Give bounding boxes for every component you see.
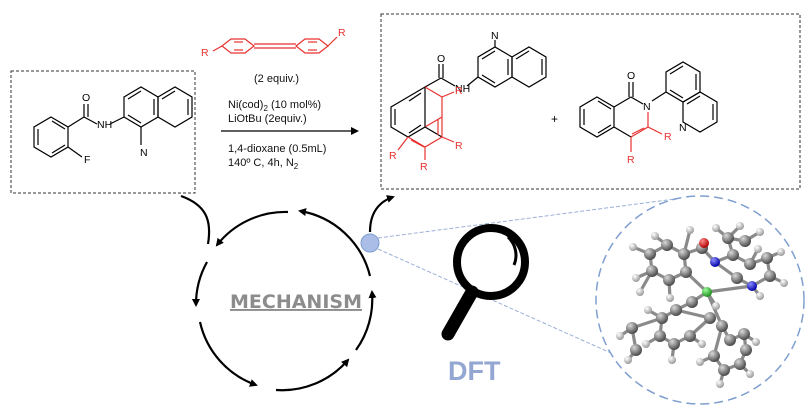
model-atom-c bbox=[740, 344, 752, 356]
condition-temperature: 140º C, 4h, N2 bbox=[228, 157, 299, 171]
model-atom-c bbox=[656, 312, 668, 324]
model-atom-h bbox=[754, 245, 762, 253]
model-atom-h bbox=[629, 243, 637, 251]
zoom-circle bbox=[595, 195, 805, 405]
model-atom-c bbox=[727, 249, 739, 261]
zoom-line-top bbox=[377, 196, 691, 239]
model-atom-h bbox=[686, 226, 694, 234]
model-atom-c bbox=[731, 272, 743, 284]
model-atom-h bbox=[632, 274, 640, 282]
model-atom-h bbox=[712, 302, 720, 310]
model-atom-h bbox=[746, 370, 754, 378]
model-atom-h bbox=[712, 224, 720, 232]
model-atom-o bbox=[699, 238, 709, 248]
model-atom-ni bbox=[702, 287, 712, 297]
model-atom-h bbox=[651, 232, 659, 240]
model-atom-n bbox=[747, 281, 757, 291]
product1-new-ring bbox=[397, 86, 455, 160]
model-atom-c bbox=[724, 334, 736, 346]
reagent-r-right: R bbox=[338, 27, 346, 39]
highlighted-intermediate-dot[interactable] bbox=[360, 233, 380, 253]
catalytic-cycle bbox=[180, 194, 395, 392]
model-atom-h bbox=[636, 288, 644, 296]
model-atom-c bbox=[708, 350, 720, 362]
model-atom-h bbox=[696, 358, 704, 366]
substrate-n-label: N bbox=[140, 147, 148, 159]
model-atom-c bbox=[646, 265, 658, 277]
model-atom-c bbox=[718, 364, 730, 376]
condition-solvent: 1,4-dioxane (0.5mL) bbox=[228, 143, 326, 155]
model-atom-c bbox=[716, 320, 728, 332]
model-atom-c bbox=[686, 296, 698, 308]
substrate-nh-label: NH bbox=[97, 119, 112, 131]
model-atom-h bbox=[616, 332, 624, 340]
model-atom-h bbox=[698, 340, 706, 348]
product1-r4: R bbox=[389, 150, 397, 162]
model-atom-h bbox=[752, 338, 760, 346]
model-atom-h bbox=[624, 356, 632, 364]
product2-r1: R bbox=[664, 131, 672, 143]
model-atom-c bbox=[680, 266, 692, 278]
product2-n1-label: N bbox=[643, 101, 651, 113]
model-atom-c bbox=[661, 239, 673, 251]
model-atom-h bbox=[644, 306, 652, 314]
substrate-o-label: O bbox=[82, 92, 90, 104]
model-atom-c bbox=[644, 248, 656, 260]
product2-new-ring bbox=[613, 112, 663, 152]
model-atom-h bbox=[668, 356, 676, 364]
product1-n-label: N bbox=[491, 30, 499, 42]
model-atom-h bbox=[736, 222, 744, 230]
product1-o-label: O bbox=[437, 53, 445, 65]
products-box bbox=[380, 13, 801, 190]
model-atom-h bbox=[756, 292, 764, 300]
plus-sign: + bbox=[551, 112, 558, 126]
model-atom-c bbox=[739, 235, 751, 247]
model-atom-c bbox=[678, 248, 690, 260]
model-atom-h bbox=[756, 228, 764, 236]
model-atom-c bbox=[722, 232, 734, 244]
molecular-model bbox=[616, 222, 788, 388]
dft-label: DFT bbox=[448, 356, 501, 386]
product2-o-label: O bbox=[627, 70, 635, 82]
product1-nh-label: NH bbox=[455, 83, 470, 95]
model-atom-c bbox=[761, 252, 773, 264]
mechanism-label: MECHANISM bbox=[230, 291, 362, 313]
model-atom-c bbox=[626, 322, 638, 334]
product2-n2-label: N bbox=[679, 122, 687, 134]
model-atom-c bbox=[663, 274, 675, 286]
model-atom-c bbox=[704, 312, 716, 324]
substrate-box bbox=[10, 70, 196, 194]
model-atom-h bbox=[777, 248, 785, 256]
model-atom-n bbox=[710, 257, 720, 267]
product1-r3: R bbox=[420, 161, 428, 173]
model-atom-c bbox=[684, 330, 696, 342]
model-atom-c bbox=[764, 270, 776, 282]
model-bond bbox=[706, 284, 753, 294]
model-atom-h bbox=[780, 279, 788, 287]
condition-catalyst: Ni(cod)2 (10 mol%) bbox=[228, 99, 321, 113]
reagent-equiv: (2 equiv.) bbox=[254, 73, 299, 85]
substrate-f-label: F bbox=[84, 154, 90, 166]
model-atom-c bbox=[630, 344, 642, 356]
product1-r1: R bbox=[455, 85, 463, 97]
substrate-structure bbox=[33, 86, 193, 158]
model-atom-h bbox=[666, 294, 674, 302]
model-atom-h bbox=[642, 340, 650, 348]
model-atom-c bbox=[734, 358, 746, 370]
magnifier-icon bbox=[441, 224, 529, 341]
product2-structure bbox=[579, 61, 718, 138]
condition-base: LiOtBu (2equiv.) bbox=[228, 113, 307, 125]
diarylalkyne-structure bbox=[212, 36, 338, 54]
model-atom-h bbox=[716, 380, 724, 388]
product2-r2: R bbox=[627, 154, 635, 166]
product1-r2: R bbox=[455, 140, 463, 152]
model-atom-c bbox=[654, 330, 666, 342]
model-atom-c bbox=[670, 304, 682, 316]
model-atom-c bbox=[668, 338, 680, 350]
reagent-r-left: R bbox=[201, 47, 209, 59]
model-atom-c bbox=[738, 328, 750, 340]
model-atom-c bbox=[744, 258, 756, 270]
